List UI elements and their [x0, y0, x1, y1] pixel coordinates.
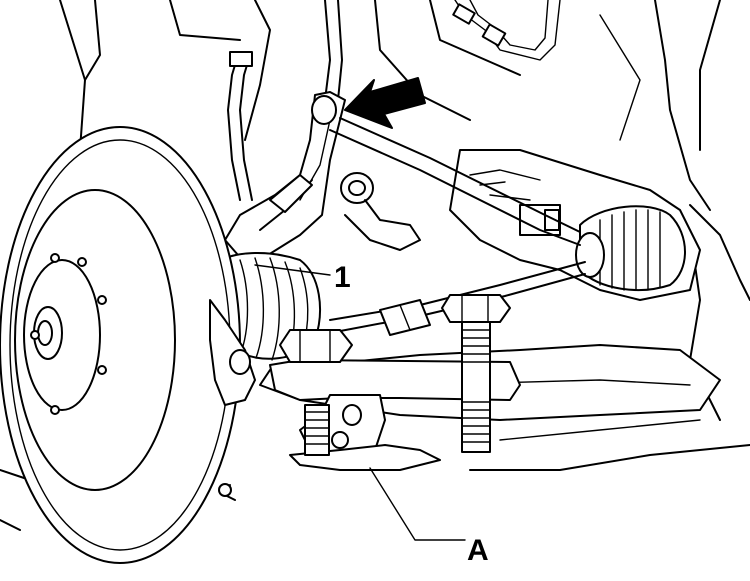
leader-lines [254, 264, 466, 541]
steering-knuckle [224, 91, 346, 256]
direction-arrow-icon [344, 77, 426, 129]
puller-tool [269, 294, 521, 471]
upper-link [329, 117, 581, 246]
brake-lines [227, 0, 561, 201]
hub-carrier [209, 299, 256, 406]
callout-label-a: A [467, 534, 489, 567]
callout-label-1: 1 [334, 261, 351, 294]
steering-rack [449, 149, 701, 301]
brake-disc [0, 126, 241, 564]
mount-bolt [340, 172, 421, 251]
